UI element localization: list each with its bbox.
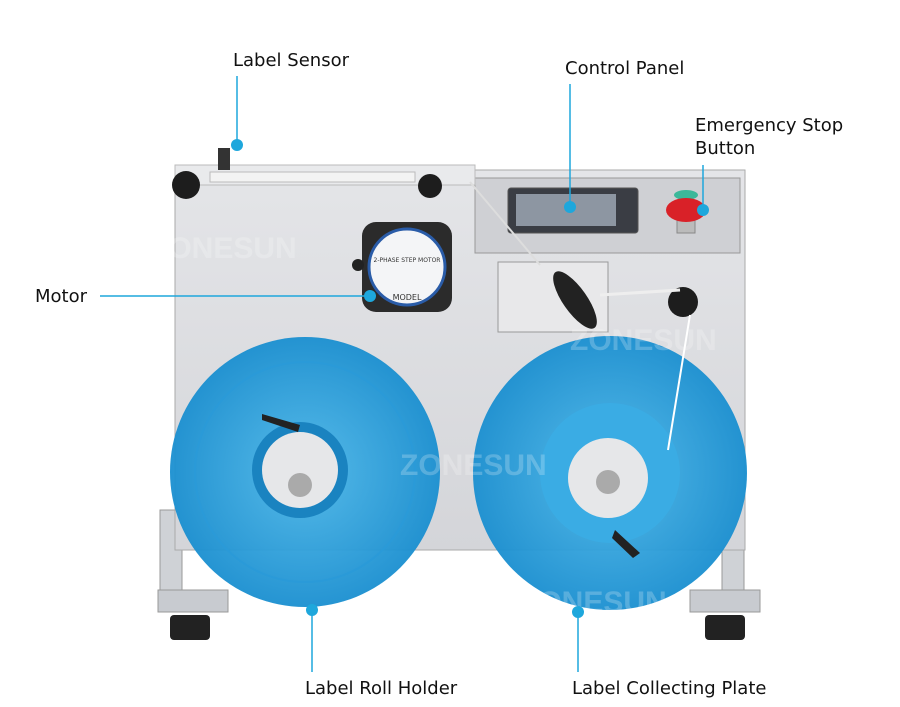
callout-label-sensor: Label Sensor — [233, 50, 349, 71]
watermark: ZONESUN — [400, 449, 547, 482]
legs — [157, 509, 761, 640]
watermark: ZONESUN — [520, 586, 667, 619]
watermark: ZONESUN — [570, 324, 717, 357]
callout-dots — [231, 139, 709, 618]
label-collecting-plate — [473, 336, 747, 610]
callout-motor: Motor — [35, 286, 88, 307]
motor-model-text: MODEL — [393, 293, 422, 302]
label-roll-holder — [170, 337, 440, 607]
callout-emergency-stop-line1: Emergency Stop — [695, 115, 844, 136]
callout-emergency-stop-line2: Button — [695, 138, 756, 159]
callout-control-panel: Control Panel — [565, 58, 685, 79]
callout-label-roll-holder: Label Roll Holder — [305, 678, 458, 699]
motor: MODEL 2-PHASE STEP MOTOR — [352, 222, 452, 312]
emergency-stop-button — [666, 190, 706, 234]
callout-label-collecting-plate: Label Collecting Plate — [572, 678, 767, 699]
watermark: ZONESUN — [150, 232, 297, 265]
callout-lines — [100, 76, 704, 672]
motor-type-text: 2-PHASE STEP MOTOR — [374, 257, 441, 264]
